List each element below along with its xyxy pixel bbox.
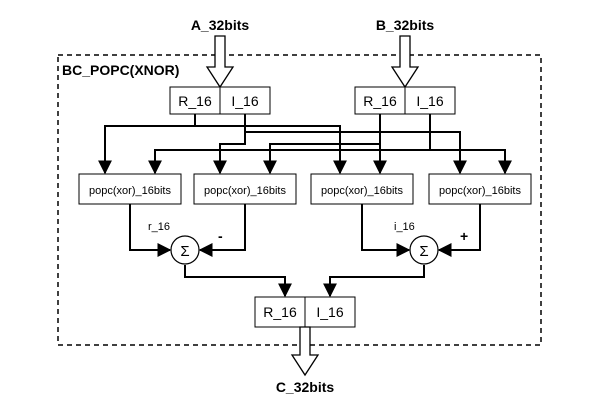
sum-left-label: r_16 xyxy=(148,221,170,233)
register-b-imag: I_16 xyxy=(416,93,443,109)
routing-wires xyxy=(98,114,512,175)
sum-wires xyxy=(129,204,481,298)
output-arrow xyxy=(290,326,320,377)
popc-block-1-label: popc(xor)_16bits xyxy=(89,185,171,197)
register-a-real: R_16 xyxy=(178,93,212,109)
output-c-label: C_32bits xyxy=(276,379,335,395)
register-b: R_16 I_16 xyxy=(354,86,456,115)
sum-right-symbol: Σ xyxy=(419,243,428,260)
sum-right-label: i_16 xyxy=(394,221,415,233)
register-b-real: R_16 xyxy=(363,93,397,109)
input-b-arrow xyxy=(390,35,420,89)
input-b-label: B_32bits xyxy=(376,17,435,33)
popc-block-3: popc(xor)_16bits xyxy=(310,173,414,205)
input-a-arrow xyxy=(205,35,235,89)
sum-right-sign: + xyxy=(460,228,468,244)
sum-node-left: Σ xyxy=(170,235,200,265)
popc-block-4-label: popc(xor)_16bits xyxy=(439,185,521,197)
register-out-imag: I_16 xyxy=(316,304,343,320)
popc-block-4: popc(xor)_16bits xyxy=(428,173,532,205)
register-a: R_16 I_16 xyxy=(169,86,271,115)
popc-block-3-label: popc(xor)_16bits xyxy=(321,185,403,197)
input-a-label: A_32bits xyxy=(191,17,250,33)
sum-left-sign: - xyxy=(218,228,223,244)
popc-block-2: popc(xor)_16bits xyxy=(193,173,297,205)
sum-left-symbol: Σ xyxy=(180,243,189,260)
sum-node-right: Σ xyxy=(409,235,439,265)
register-out: R_16 I_16 xyxy=(254,296,356,328)
register-out-real: R_16 xyxy=(263,304,297,320)
popc-block-1: popc(xor)_16bits xyxy=(78,173,182,205)
popc-block-2-label: popc(xor)_16bits xyxy=(204,185,286,197)
container-title: BC_POPC(XNOR) xyxy=(62,62,179,78)
register-a-imag: I_16 xyxy=(231,93,258,109)
